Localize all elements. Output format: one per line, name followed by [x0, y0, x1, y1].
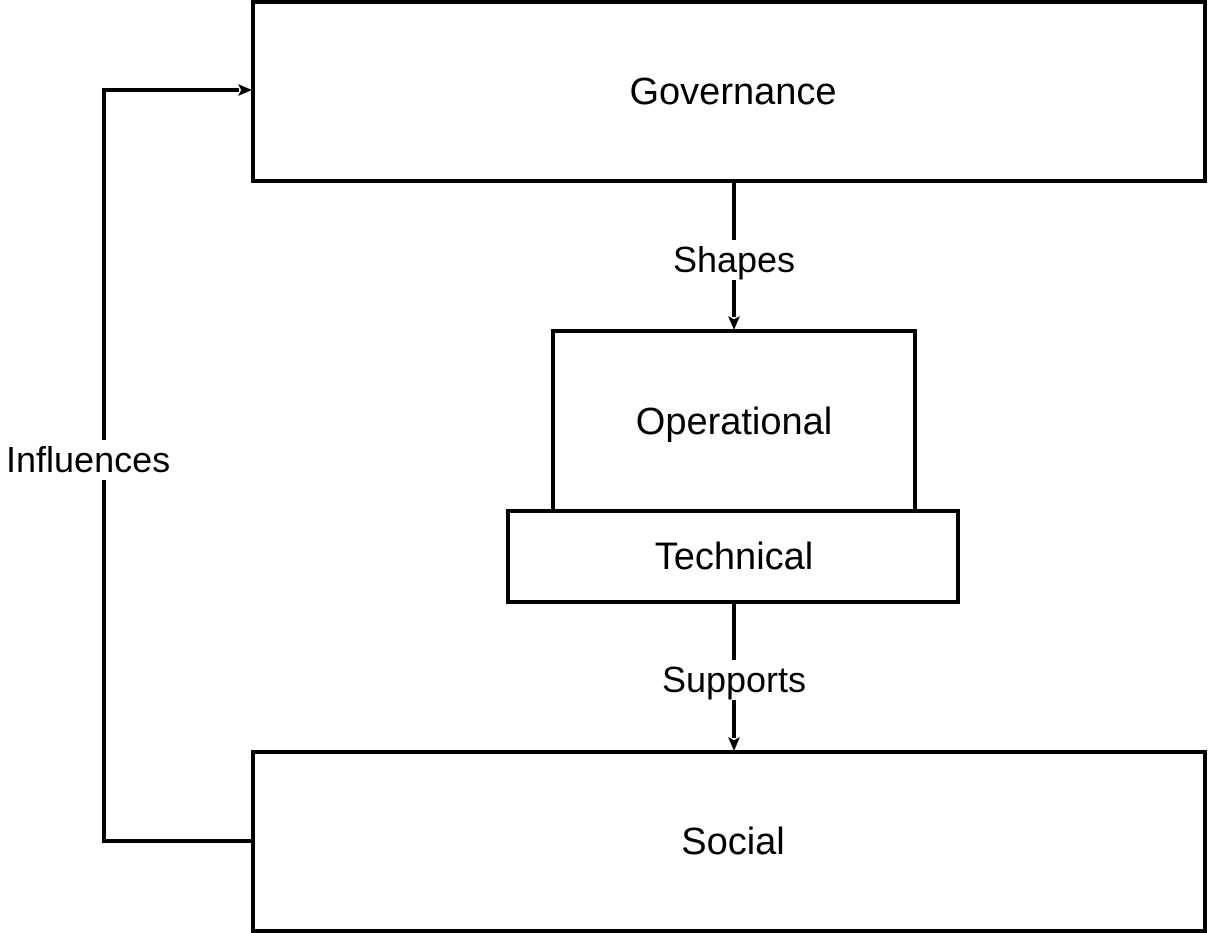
node-operational-box[interactable]	[551, 329, 917, 514]
node-social-box[interactable]	[251, 750, 1207, 933]
edge-social-to-governance	[102, 84, 253, 843]
node-governance-box[interactable]	[251, 0, 1207, 183]
node-technical-box[interactable]	[506, 509, 960, 604]
edge-path-influences	[102, 84, 253, 843]
